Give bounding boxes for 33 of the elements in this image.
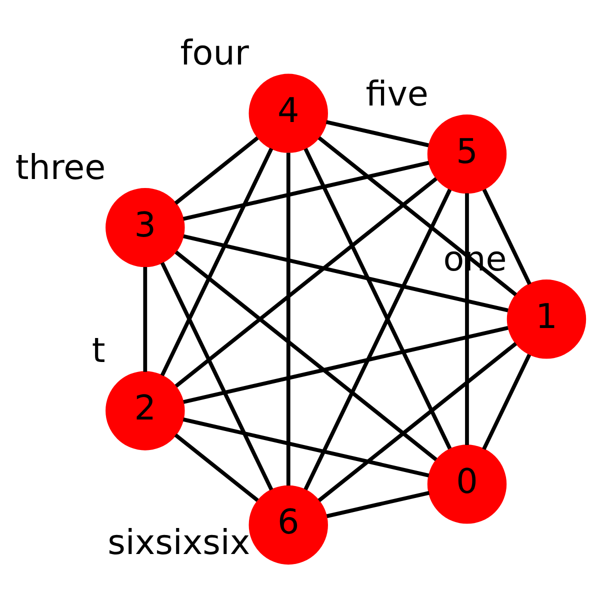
node-circle: 3 <box>106 187 185 267</box>
node-label: sixsixsix <box>108 522 250 562</box>
connector <box>482 353 532 450</box>
node-label: three <box>15 147 106 188</box>
connector <box>318 136 518 296</box>
connector <box>160 261 274 490</box>
connector <box>326 490 430 518</box>
connector <box>286 152 290 486</box>
connector <box>160 147 274 376</box>
connector <box>174 136 259 204</box>
node-label: five <box>366 74 428 114</box>
connector <box>318 342 518 502</box>
connector <box>183 326 508 404</box>
node-circle: 6 <box>248 484 328 564</box>
node-label: t <box>92 330 106 370</box>
node-circle: 5 <box>427 114 507 194</box>
connector <box>482 188 532 284</box>
node-label: four <box>180 33 249 74</box>
node-circle: 0 <box>427 444 507 524</box>
connector <box>304 188 452 490</box>
connector <box>182 417 430 477</box>
node-circle: 1 <box>506 279 586 358</box>
connector <box>183 234 508 312</box>
connector <box>174 250 438 461</box>
connector <box>326 120 429 147</box>
node-circle: 2 <box>106 370 185 450</box>
connector <box>182 160 430 220</box>
connector <box>174 176 438 388</box>
connector <box>304 147 452 449</box>
connector <box>465 192 469 445</box>
node-circle: 4 <box>248 73 328 152</box>
connector <box>143 266 148 372</box>
connector <box>174 432 259 502</box>
